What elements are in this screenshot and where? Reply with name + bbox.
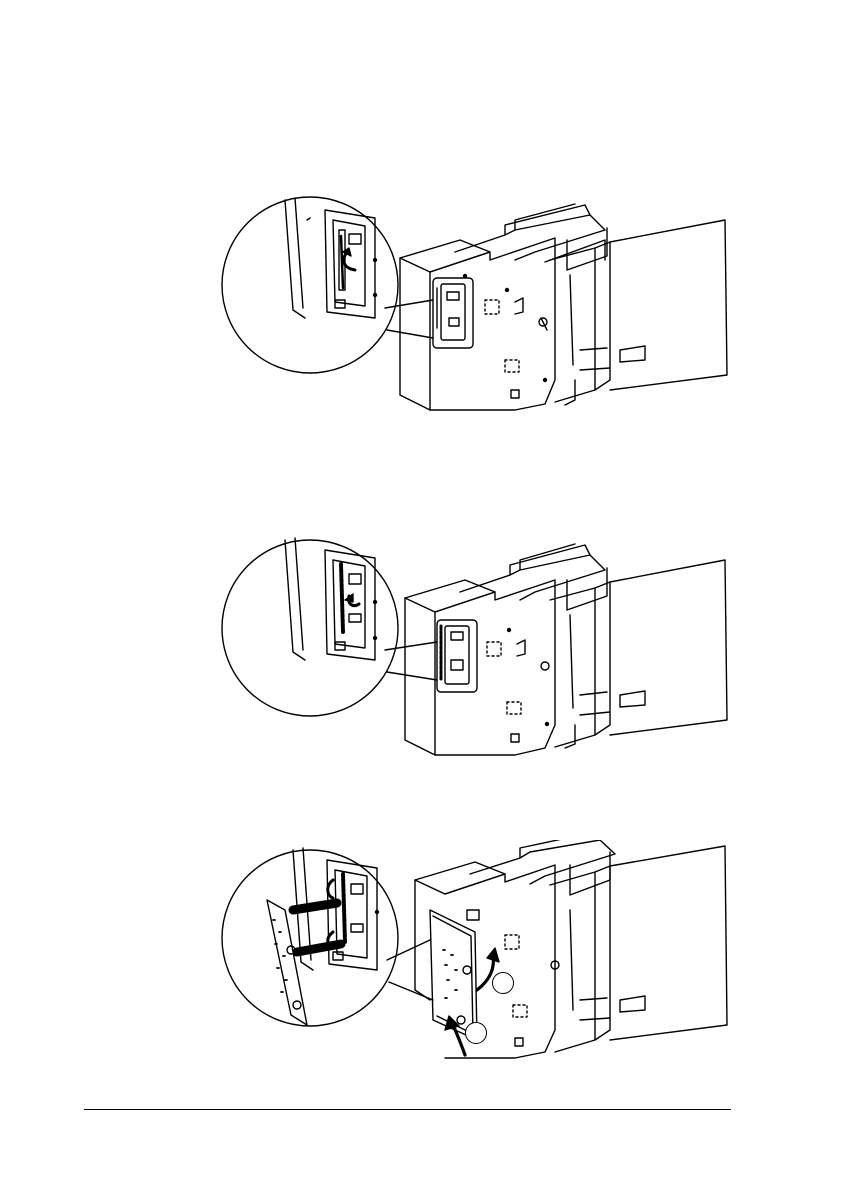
magnifier-detail <box>222 197 398 373</box>
figure-step-3 <box>215 840 735 1085</box>
magnifier-detail <box>222 848 398 1026</box>
footer-rule <box>84 1109 731 1110</box>
callout-circle-1 <box>492 972 514 994</box>
printer-illustration <box>405 544 727 755</box>
figure-step-1 <box>215 190 735 430</box>
printer-illustration <box>415 840 727 1058</box>
printer-illustration <box>400 204 727 410</box>
magnifier-detail <box>222 538 398 716</box>
callout-circle-2 <box>465 1022 487 1044</box>
figure-step-2 <box>215 530 735 775</box>
